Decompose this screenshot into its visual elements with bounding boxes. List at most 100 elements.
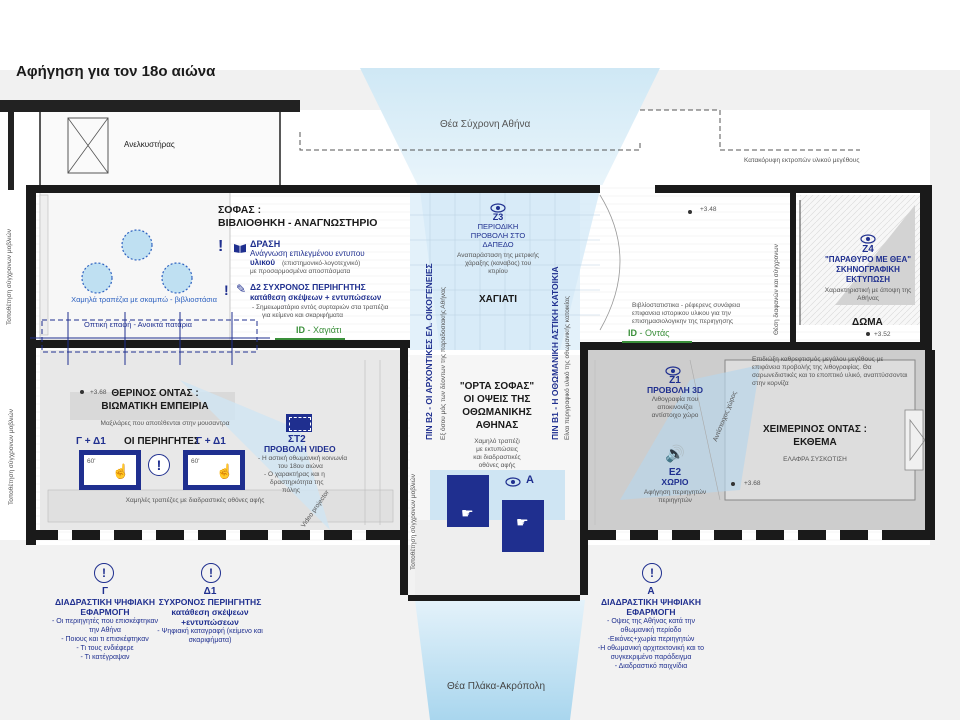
sofas-title: ΣΟΦΑΣ : [218,204,262,216]
orta-title-1: "ΟΡΤΑ ΣΟΦΑΣ" [459,381,535,392]
elev-368-right: +3.68 [744,480,761,487]
e2-desc-1: Αφήγηση περιηγητών [643,489,707,496]
table-note-2: με εκτυπώσεις [476,446,518,453]
hand-icon: ☝ [112,463,130,479]
elev-348: +3.48 [700,206,717,213]
a-code: Α [647,586,655,597]
z3-code: Ζ3 [492,212,504,222]
hand-icon: ☛ [516,514,529,530]
hand-icon: ☝ [216,463,234,479]
elev-368-left: +3.68 [90,389,107,396]
eye-icon-z3 [490,200,506,213]
touch-screen-left[interactable]: ☛ [447,475,489,527]
orta-title-3: ΟΘΩΜΑΝΙΚΗΣ [462,407,532,418]
d2-desc-2: για κείμενο και σκαριφήματα [262,312,343,319]
note-2: επιφανεια ιστορικου υλικου για την [632,310,731,317]
z1-title: ΠΡΟΒΟΛΗ 3D [647,385,703,395]
xeim-note-3: σαρωνεδιστικές και το εποπτικό υλικό, αν… [752,372,908,379]
st2-desc-3: - Ο χαρακτήρας και η [264,471,325,478]
screen-timer: 60' [191,458,200,465]
page-title: Αφήγηση για τον 18ο αιώνα [16,63,216,80]
a-desc-6: - Διαδραστικό παιχνίδια [614,663,688,670]
z1-projection-beam [620,365,760,500]
eye-icon-z1 [665,363,681,376]
touch-screen: 60' ☝ [84,455,136,485]
xeimerinos-subtitle: ΕΚΘΕΜΑ [793,437,837,448]
speaker-icon: 🔊 [665,446,685,463]
therinos-bottom-note: Χαμηλές τραπέζες με διαδραστικές οθόνες … [125,497,265,504]
z3-title-2: ΠΡΟΒΟΛΗ ΣΤΟ [470,231,526,240]
pin-b1-label: ΠΙΝ Β1 - Η ΟΘΩΜΑΝΙΚΗ ΑΣΤΙΚΗ ΚΑΤΟΙΚΙΑ [550,266,560,440]
therinos-wall-label: Τοποθέτηση σύγχρονων μοβλιών [8,409,15,505]
optical-contact-label: Οπτική επαφή - Ανοικτά πατάρια [83,320,193,329]
elev-352: +3.52 [874,331,891,338]
video-frame [289,417,311,431]
touch-table-left[interactable]: 60' ☝ [79,450,141,490]
note-3: επισημασιολογικην της περιηγησης [632,318,734,325]
z4-title-1: "ΠΑΡΑΘΥΡΟ ΜΕ ΘΕΑ" [824,255,912,264]
a-desc-5: συγκεκριμένο παράδειγμα [610,654,692,661]
id-label-ontas: ID - Οντάς [628,328,670,338]
st2-desc-1: - Η αστική οθωμανική κοινωνία [258,455,348,462]
st2-desc-4: δραστηριότητα της [270,479,324,486]
g-desc-3: - Ποιους και τι επισκέφτηκαν [61,636,149,643]
e2-title: ΧΩΡΙΟ [661,477,689,487]
g-title-2: ΕΦΑΡΜΟΓΗ [80,607,130,617]
pencil-icon: ✎ [236,282,247,296]
table-circle [81,262,113,294]
e2-desc-2: περιηγητών [658,497,692,504]
therinos-subtitle: ΒΙΩΜΑΤΙΚΗ ΕΜΠΕΙΡΙΑ [101,401,209,412]
eye-icon-z4 [860,231,876,244]
d2-alert-icon: ! [224,282,229,298]
d1-title-3: +εντυπώσεων [181,617,239,627]
screen-timer: 60' [87,458,96,465]
xeimerinos-note: ΕΛΑΦΡΑ ΣΥΣΚΟΤΙΣΗ [783,456,847,463]
action-desc-2: υλικού [250,258,276,267]
table-note-4: οθόνες αφής [478,462,516,469]
touch-screen: 60' ☝ [188,455,240,485]
elevator-label: Ανελκυστήρας [124,140,175,149]
d1-code: Δ1 [203,586,217,597]
xeim-note-2: επιφάνεια προβολής της λιθογραφίας. Θα [752,364,872,371]
center-wall-label: Τοποθέτηση σύγχρονων μοβλιών [410,474,417,570]
pin-b1-sub: Είναι περιγραφικό υλικό της οθωμανικής κ… [564,296,571,440]
z3-desc-3: κτιρίου [488,268,508,275]
z1-desc-3: αντίστοιχο χώρο [651,412,699,419]
pin-b2-label: ΠΙΝ Β2 - ΟΙ ΑΡΧΟΝΤΙΚΕΣ ΕΛ. ΟΙΚΟΓΕΝΕΙΕΣ [424,263,434,440]
z4-title-3: ΕΚΤΥΠΩΣΗ [845,275,891,284]
info-alert-icon: ! [148,454,170,476]
orta-title-2: ΟΙ ΟΨΕΙΣ ΤΗΣ [463,394,531,405]
action-desc-3: (επιστημονικό-λογοτεχνικό) [282,260,361,267]
a-label: Α [526,474,534,486]
touch-screen-right[interactable]: ☛ [502,500,544,552]
id-underline-hagiati [275,338,345,340]
d2-desc-1: - Σημειωματάριο εντός συρταριών στα τραπ… [252,304,389,311]
alert-icon: ! [218,238,224,255]
touch-table-right[interactable]: 60' ☝ [183,450,245,490]
st2-code: ΣΤ2 [288,434,306,445]
book-icon [233,240,247,253]
doma-label: ΔΩΜΑ [852,317,883,328]
st2-projection-beam [180,380,330,530]
a-info-icon: ! [642,563,662,583]
d2-subtitle: κατάθεση σκέψεων + εντυπώσεων [250,293,382,302]
g-desc-4: - Τι τους ενδιέφερε [76,645,134,652]
g-code: Γ [101,586,108,597]
g-desc-2: την Αθήνα [89,627,121,634]
z4-code: Ζ4 [862,244,874,255]
z3-desc-2: χάραξης (καναβος) του [464,260,532,267]
wall-furniture-label: Τοποθέτηση σύγχρονων μοβλιών [6,229,13,325]
id-label-hagiati: ID - Χαγιάτι [296,325,342,335]
z1-desc-2: αποκινονίζει [657,404,693,411]
hand-icon: ☛ [461,505,474,521]
a-desc-3: -Εικόνες+χωρία περιηγητών [607,636,695,643]
d1-title-1: ΣΥΧΡΟΝΟΣ ΠΕΡΙΗΓΗΤΗΣ [158,597,262,607]
view-label-bottom: Θέα Πλάκα-Ακρόπολη [447,681,546,692]
action-desc-4: με προσαρμοσμένα αποσπάσματα [250,268,351,275]
st2-title: ΠΡΟΒΟΛΗ VIDEO [264,444,336,454]
action-desc-1: Ανάγνωση επιλεγμένου εντυπου [250,249,365,258]
a-desc-2: οθωμανική περίοδο [620,627,682,634]
d1-info-icon: ! [201,563,221,583]
e2-code: Ε2 [668,467,682,478]
z4-view-triangle [835,205,915,305]
